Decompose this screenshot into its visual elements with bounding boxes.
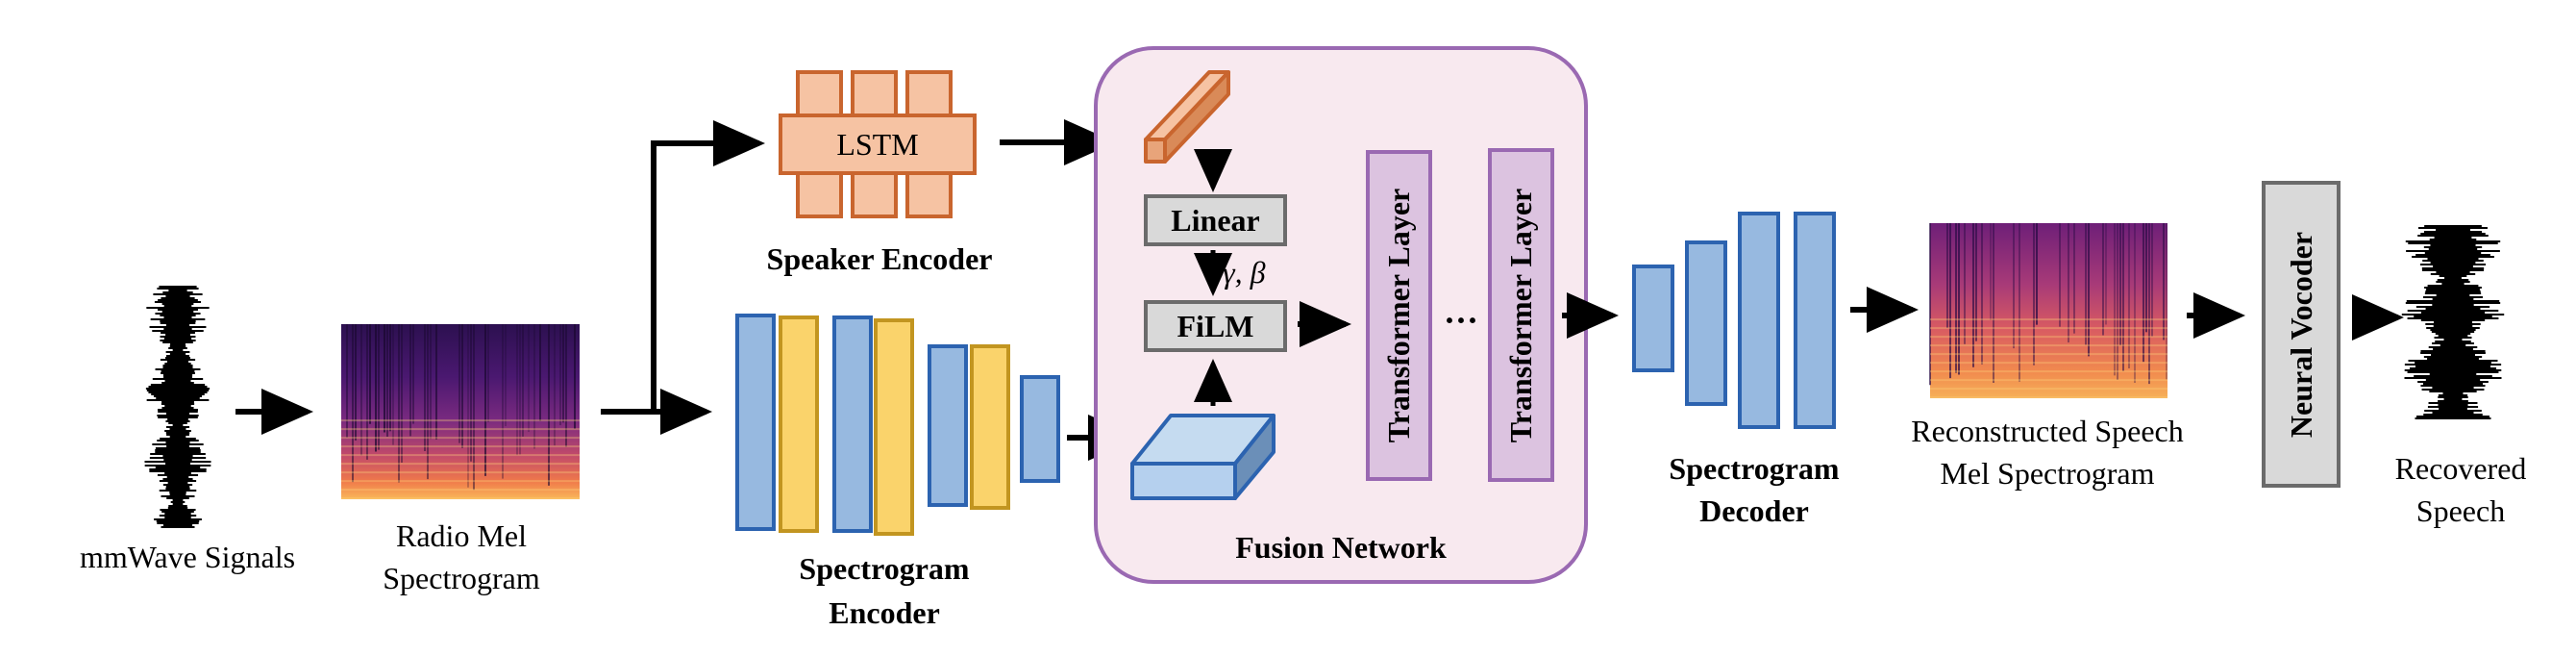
linear-box xyxy=(1144,194,1287,246)
film-box xyxy=(1144,300,1287,352)
recovered-label-line1: Recovered xyxy=(2394,451,2527,486)
speaker-embedding-bar xyxy=(1144,70,1230,164)
mmwave-waveform xyxy=(144,286,211,528)
spectrogram-encoder-blocks xyxy=(735,314,1060,536)
lstm-block xyxy=(779,70,977,218)
recovered-waveform xyxy=(2401,225,2505,419)
reconstructed-mel-spectrogram xyxy=(1929,223,2167,399)
transformer-layer-1 xyxy=(1366,150,1432,481)
arrow-radio-mel-split xyxy=(601,120,765,435)
speaker-encoder-label: Speaker Encoder xyxy=(766,241,993,276)
transformer-layer-2-label: Transformer Layer xyxy=(1503,188,1538,443)
mmwave-signals-label: mmWave Signals xyxy=(79,540,296,574)
reconstructed-label-line1: Reconstructed Speech xyxy=(1911,414,2184,448)
spectrogram-decoder-blocks xyxy=(1632,212,1836,429)
spectrogram-encoder-label-line1: Spectrogram xyxy=(799,551,970,586)
transformer-layer-2 xyxy=(1488,148,1554,482)
recovered-label-line2: Speech xyxy=(2415,493,2506,528)
transformer-layer-1-label: Transformer Layer xyxy=(1381,188,1416,443)
radio-mel-label-line1: Radio Mel xyxy=(396,518,527,553)
gamma-beta-label: γ, β xyxy=(1223,255,1266,290)
ellipsis-label: ··· xyxy=(1443,301,1479,340)
neural-vocoder-box xyxy=(2262,181,2341,488)
spectrogram-decoder-label-line1: Spectrogram xyxy=(1669,451,1840,486)
film-label: FiLM xyxy=(1177,308,1254,343)
reconstructed-label-line2: Mel Spectrogram xyxy=(1940,456,2155,491)
radio-mel-spectrogram xyxy=(341,324,580,500)
linear-label: Linear xyxy=(1171,202,1260,238)
spectrogram-decoder-label-line2: Decoder xyxy=(1699,493,1809,528)
fusion-network-label: Fusion Network xyxy=(1235,530,1447,565)
neural-vocoder-label: Neural Vocoder xyxy=(2284,231,2318,439)
radio-mel-label-line2: Spectrogram xyxy=(383,561,540,595)
lstm-label: LSTM xyxy=(836,126,919,162)
spectrogram-encoder-label-line2: Encoder xyxy=(829,595,940,630)
feature-map-box xyxy=(1130,414,1276,500)
